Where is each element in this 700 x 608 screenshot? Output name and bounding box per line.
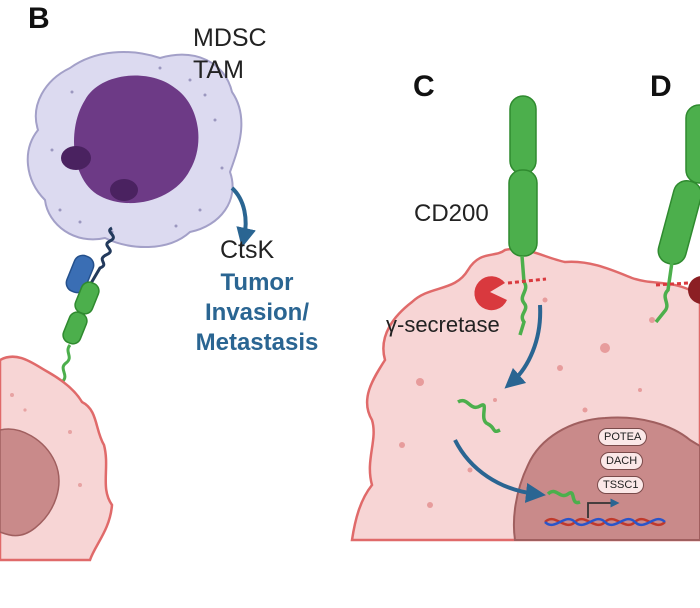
panel-label-d: D	[650, 70, 672, 103]
arrow-to-ctsk	[230, 186, 256, 248]
panel-label-b: B	[28, 2, 50, 35]
gene-badge-potea: POTEA	[598, 428, 648, 446]
receptor-d-domain	[657, 179, 700, 265]
cd200-label: CD200	[414, 200, 489, 227]
tumor-nucleus-left	[0, 428, 60, 537]
gene-badge-dach: DACH	[600, 452, 644, 470]
cell-type-label-mdsc: MDSC	[193, 24, 267, 52]
cleavage-site-c	[507, 277, 547, 285]
nuclear-icd	[546, 489, 581, 505]
transcription-arrow	[587, 498, 620, 518]
arrow-to-nucleus	[453, 439, 546, 503]
cleavage-site-d	[655, 281, 689, 287]
panel-label-c: C	[413, 70, 435, 103]
tumor-speckles-left	[10, 393, 82, 487]
tumor-speckles-right	[399, 297, 655, 508]
receptor-d-tail	[654, 261, 674, 324]
ctsk-label: CtsK	[220, 236, 275, 264]
outcome-label-line3: Metastasis	[195, 329, 319, 356]
gamma-secretase-label: γ-secretase	[386, 312, 500, 337]
released-icd	[457, 398, 501, 434]
ligand-squiggle	[88, 226, 115, 286]
cd200-domain-top	[509, 95, 537, 175]
nucleolus	[110, 179, 138, 201]
receptor-d-domain	[685, 104, 700, 184]
gamma-secretase-enzyme	[474, 276, 507, 311]
cell-type-label-tam: TAM	[193, 56, 244, 84]
receptor-tail	[54, 344, 72, 401]
green-receptor-domain	[62, 311, 88, 345]
outcome-label-line2: Invasion/	[204, 299, 310, 326]
arrow-release	[504, 304, 543, 389]
enzyme-d	[688, 276, 700, 304]
cd200-tail	[518, 255, 528, 336]
gene-badge-tssc1: TSSC1	[597, 476, 645, 494]
immune-nucleus	[73, 75, 199, 204]
cd200-domain-bottom	[508, 169, 538, 257]
outcome-label-line1: Tumor	[220, 269, 294, 296]
dna-strand	[544, 517, 666, 527]
nucleolus	[61, 146, 91, 170]
